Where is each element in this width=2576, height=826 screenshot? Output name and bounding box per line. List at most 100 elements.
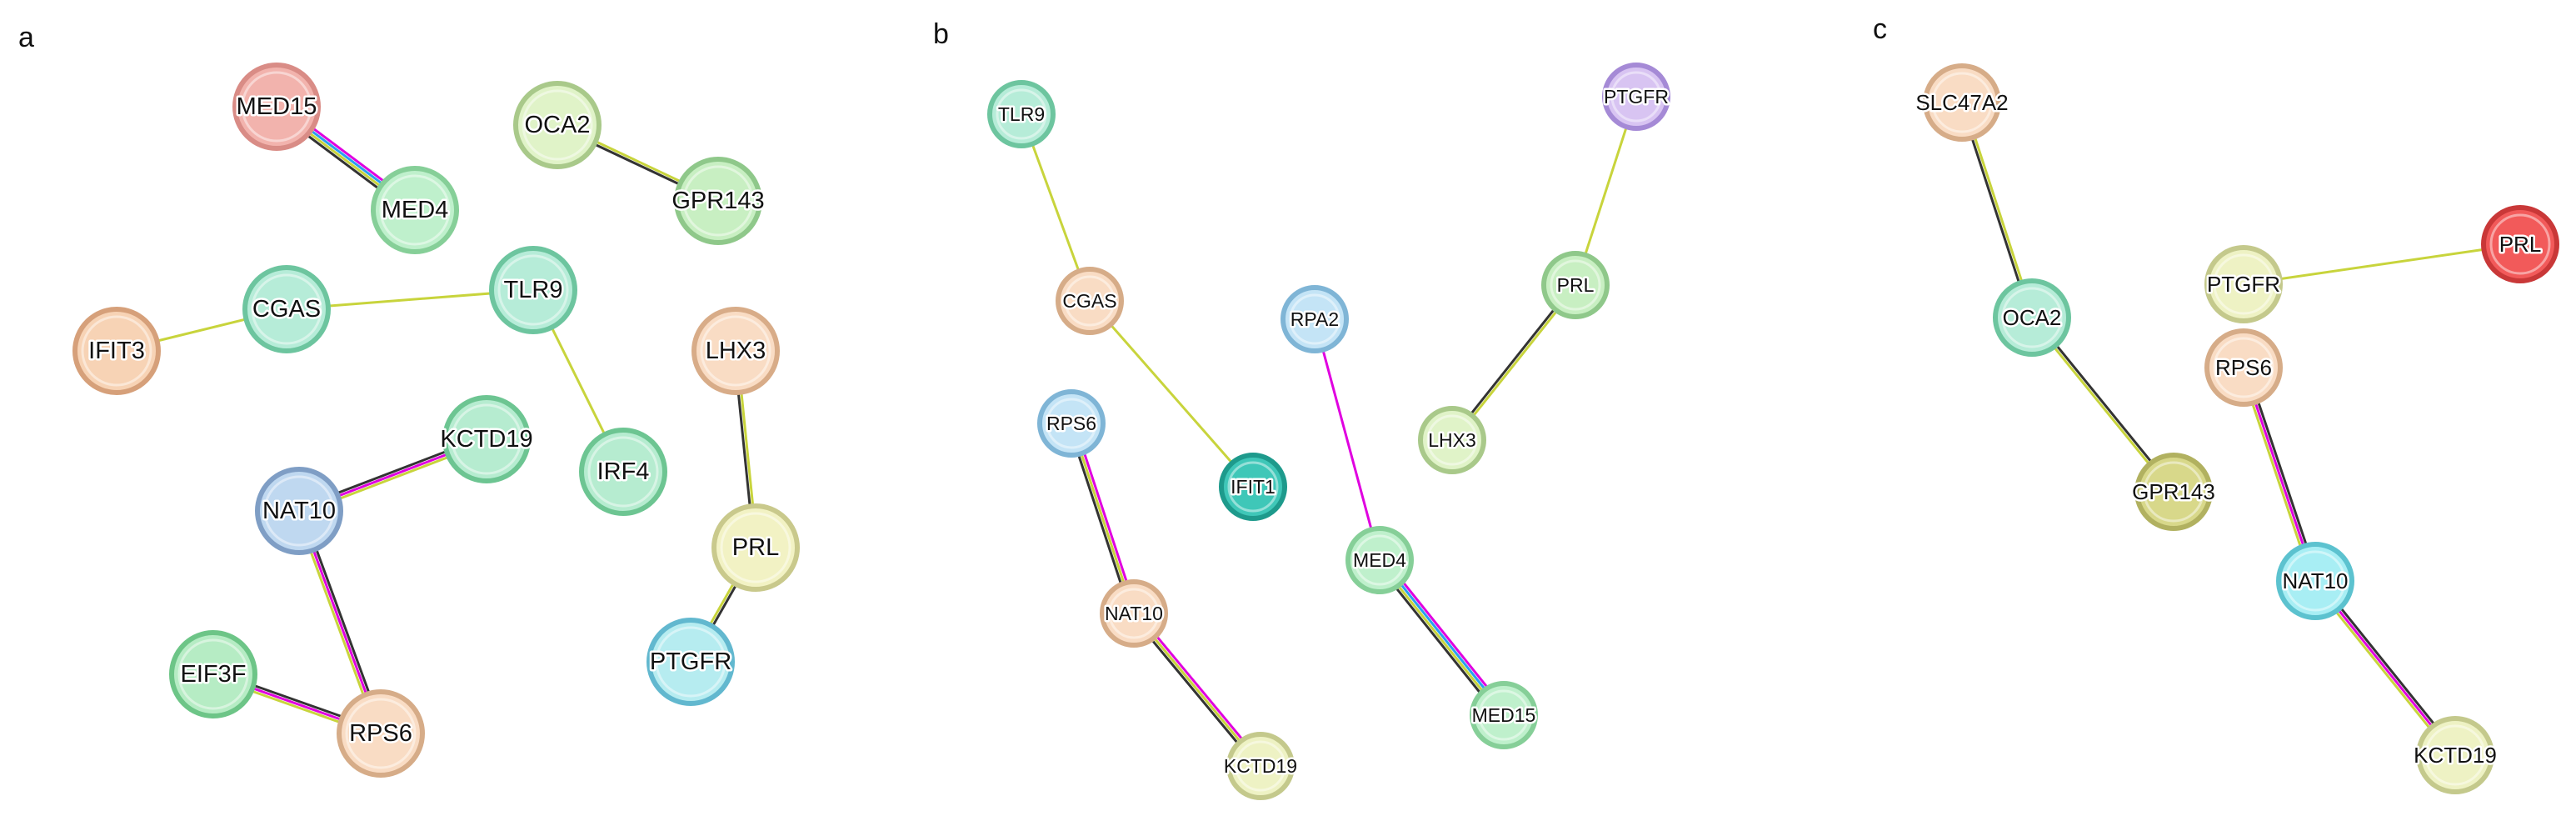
node-nat10[interactable]: NAT10 bbox=[255, 467, 343, 555]
node-tlr9[interactable]: TLR9 bbox=[489, 246, 577, 334]
node-med15[interactable]: MED15 bbox=[1470, 681, 1538, 749]
node-inner-highlight bbox=[497, 254, 569, 326]
node-cgas[interactable]: CGAS bbox=[242, 265, 331, 353]
node-circle bbox=[72, 307, 161, 395]
node-inner-highlight bbox=[655, 626, 726, 698]
node-kctd19[interactable]: KCTD19 bbox=[1221, 732, 1300, 800]
node-inner-highlight bbox=[1064, 275, 1116, 327]
node-circle bbox=[513, 81, 602, 169]
node-label: PRL bbox=[732, 534, 779, 561]
panel-b-edges bbox=[1020, 95, 1638, 769]
node-label: PRL bbox=[1557, 274, 1595, 296]
node-slc47a2[interactable]: SLC47A2 bbox=[1914, 63, 2010, 142]
node-inner-highlight bbox=[1046, 398, 1097, 449]
node-inner-highlight bbox=[263, 475, 335, 547]
node-inner-highlight bbox=[345, 698, 417, 769]
node-inner-highlight bbox=[177, 638, 249, 710]
node-prl[interactable]: PRL bbox=[1541, 251, 1610, 319]
node-rps6[interactable]: RPS6 bbox=[2204, 328, 2283, 407]
node-circle bbox=[1993, 278, 2071, 357]
node-inner-highlight bbox=[1108, 588, 1160, 639]
node-inner-highlight bbox=[1931, 72, 1993, 133]
panel-c: c SLC47A2OCA2PRLPTGFRRPS6GPR143NAT10KCTD… bbox=[1873, 13, 2559, 794]
node-circle bbox=[371, 166, 459, 254]
node-med4[interactable]: MED4 bbox=[371, 166, 459, 254]
node-rps6[interactable]: RPS6 bbox=[1037, 389, 1106, 458]
node-circle bbox=[674, 157, 762, 245]
node-ifit1[interactable]: IFIT1 bbox=[1219, 453, 1287, 521]
edge-rpa2-med4 bbox=[1313, 318, 1381, 562]
node-label: PRL bbox=[2499, 232, 2542, 257]
node-kctd19[interactable]: KCTD19 bbox=[438, 395, 535, 483]
node-label: EIF3F bbox=[181, 661, 247, 688]
node-ifit3[interactable]: IFIT3 bbox=[72, 307, 161, 395]
node-rpa2[interactable]: RPA2 bbox=[1281, 285, 1349, 353]
node-label: OCA2 bbox=[2003, 305, 2062, 330]
node-inner-highlight bbox=[2213, 337, 2274, 398]
node-inner-highlight bbox=[2001, 287, 2063, 348]
node-prl[interactable]: PRL bbox=[2481, 205, 2559, 283]
node-circle bbox=[987, 80, 1056, 148]
node-med4[interactable]: MED4 bbox=[1345, 526, 1414, 594]
node-inner-highlight bbox=[1354, 534, 1405, 586]
node-lhx3[interactable]: LHX3 bbox=[1418, 406, 1486, 474]
node-ptgfr[interactable]: PTGFR bbox=[1602, 63, 1670, 131]
node-eif3f[interactable]: EIF3F bbox=[169, 630, 257, 718]
node-circle bbox=[1470, 681, 1538, 749]
node-circle bbox=[2276, 542, 2354, 620]
node-label: CGAS bbox=[1062, 290, 1116, 312]
node-circle bbox=[337, 689, 425, 778]
node-inner-highlight bbox=[241, 71, 312, 143]
node-label: KCTD19 bbox=[2414, 743, 2497, 768]
node-ptgfr[interactable]: PTGFR bbox=[646, 618, 735, 706]
panel-c-edges bbox=[1959, 100, 2522, 758]
node-label: SLC47A2 bbox=[1915, 90, 2008, 115]
node-label: GPR143 bbox=[2132, 479, 2215, 504]
node-prl[interactable]: PRL bbox=[711, 503, 800, 592]
node-circle bbox=[646, 618, 735, 706]
node-med15[interactable]: MED15 bbox=[232, 63, 321, 151]
node-label: MED15 bbox=[1472, 704, 1536, 726]
node-label: NAT10 bbox=[2283, 568, 2349, 593]
node-nat10[interactable]: NAT10 bbox=[2276, 542, 2354, 620]
node-ptgfr[interactable]: PTGFR bbox=[2204, 245, 2283, 323]
edge-evidence-line bbox=[1088, 299, 1255, 488]
node-lhx3[interactable]: LHX3 bbox=[691, 307, 780, 395]
node-inner-highlight bbox=[1550, 259, 1601, 311]
edge-evidence-line bbox=[2242, 243, 2522, 286]
node-inner-highlight bbox=[1478, 689, 1530, 741]
node-label: KCTD19 bbox=[440, 426, 532, 453]
node-gpr143[interactable]: GPR143 bbox=[670, 157, 766, 245]
node-rps6[interactable]: RPS6 bbox=[337, 689, 425, 778]
node-label: LHX3 bbox=[1428, 429, 1476, 451]
node-circle bbox=[1100, 579, 1168, 648]
node-inner-highlight bbox=[996, 88, 1047, 140]
node-label: RPS6 bbox=[349, 720, 412, 747]
node-cgas[interactable]: CGAS bbox=[1056, 267, 1124, 335]
node-kctd19[interactable]: KCTD19 bbox=[2412, 716, 2499, 794]
node-oca2[interactable]: OCA2 bbox=[513, 81, 602, 169]
node-gpr143[interactable]: GPR143 bbox=[2130, 453, 2217, 531]
node-inner-highlight bbox=[1227, 461, 1279, 513]
node-label: RPS6 bbox=[1046, 413, 1096, 434]
node-circle bbox=[169, 630, 257, 718]
node-label: NAT10 bbox=[262, 498, 336, 524]
node-inner-highlight bbox=[251, 273, 322, 345]
node-circle bbox=[2134, 453, 2213, 531]
node-inner-highlight bbox=[1610, 71, 1662, 123]
node-label: OCA2 bbox=[525, 112, 591, 138]
node-circle bbox=[1281, 285, 1349, 353]
node-oca2[interactable]: OCA2 bbox=[1993, 278, 2071, 357]
panel-b-label: b bbox=[933, 18, 949, 50]
node-label: TLR9 bbox=[504, 277, 563, 303]
panel-a-label: a bbox=[18, 22, 34, 53]
edge-cgas-ifit1 bbox=[1088, 299, 1255, 488]
node-circle bbox=[2204, 328, 2283, 407]
node-tlr9[interactable]: TLR9 bbox=[987, 80, 1056, 148]
node-irf4[interactable]: IRF4 bbox=[579, 428, 667, 516]
node-circle bbox=[691, 307, 780, 395]
node-nat10[interactable]: NAT10 bbox=[1100, 579, 1168, 648]
node-label: PTGFR bbox=[2207, 272, 2280, 297]
